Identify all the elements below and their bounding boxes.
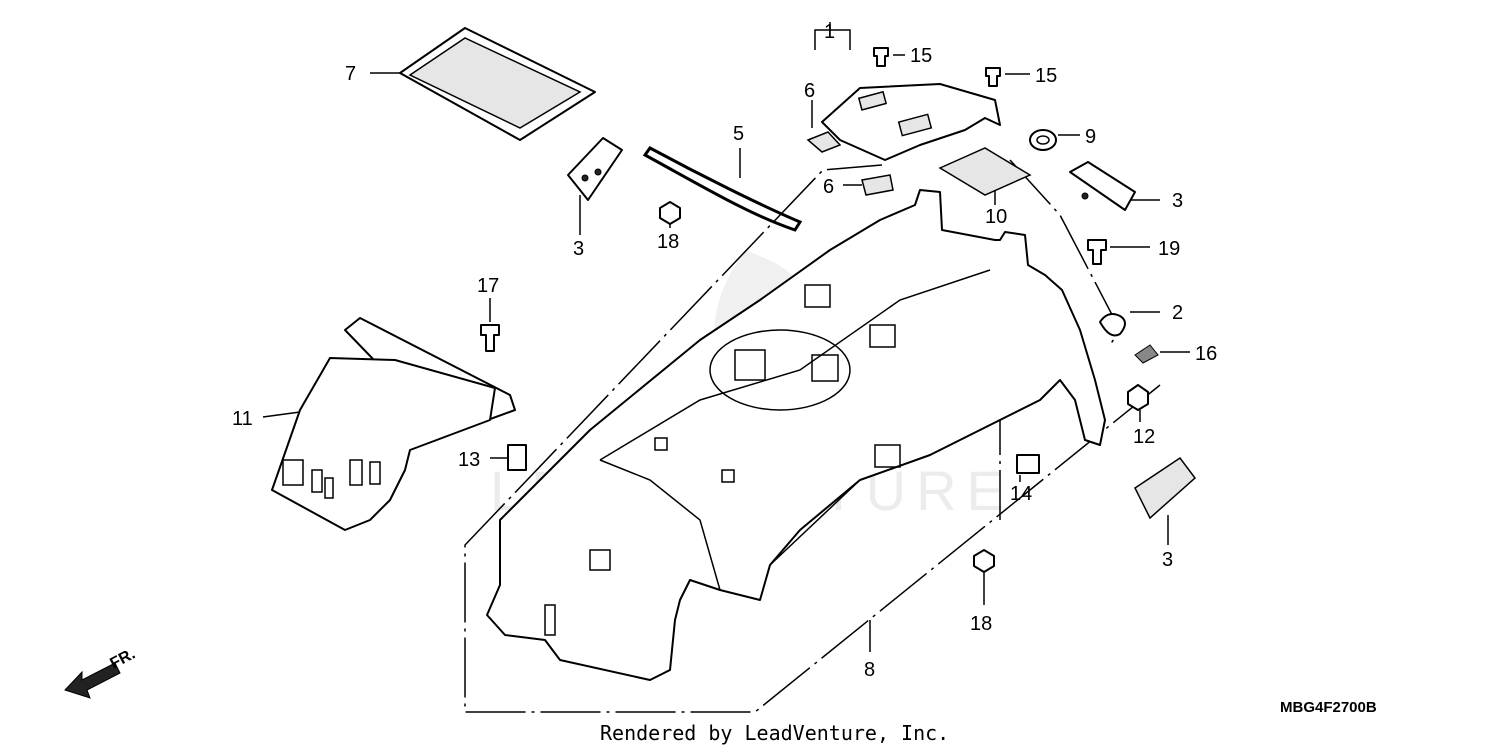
part-1-seat-bracket[interactable]: 1 xyxy=(814,21,1001,161)
part-6-cushion-lower[interactable]: 6 xyxy=(823,174,894,198)
callout-14: 14 xyxy=(1010,483,1032,505)
callout-16: 16 xyxy=(1195,343,1217,365)
callout-9: 9 xyxy=(1085,126,1096,148)
callout-5: 5 xyxy=(733,123,744,145)
part-16-clip[interactable]: 16 xyxy=(1134,343,1217,365)
callout-3-lower-right: 3 xyxy=(1162,549,1173,571)
part-3-reflector-lower-right[interactable]: 3 xyxy=(1134,456,1197,571)
callout-11: 11 xyxy=(232,408,253,430)
callout-15-right: 15 xyxy=(1035,65,1057,87)
part-13-clip-nut[interactable]: 13 xyxy=(458,444,527,471)
callout-1: 1 xyxy=(824,21,835,43)
footer-attribution: Rendered by LeadVenture, Inc. xyxy=(600,721,949,745)
part-17-bolt[interactable]: 17 xyxy=(477,275,500,352)
part-15-bolt-right[interactable]: 15 xyxy=(985,65,1057,87)
part-11-inner-fender[interactable]: 11 xyxy=(232,317,516,531)
callout-7: 7 xyxy=(345,63,356,85)
callout-19: 19 xyxy=(1158,238,1180,260)
part-10-pad[interactable]: 10 xyxy=(938,147,1032,228)
diagram-code: MBG4F2700B xyxy=(1280,699,1377,716)
callout-6-upper: 6 xyxy=(804,80,815,102)
part-15-bolt-left[interactable]: 15 xyxy=(873,45,932,67)
part-2-clamp[interactable]: 2 xyxy=(1099,302,1183,337)
part-6-cushion-upper[interactable]: 6 xyxy=(804,80,842,153)
part-12-nut[interactable]: 12 xyxy=(1127,384,1155,448)
callout-12: 12 xyxy=(1133,426,1155,448)
callout-17: 17 xyxy=(477,275,499,297)
callout-8: 8 xyxy=(864,659,875,681)
callout-2: 2 xyxy=(1172,302,1183,324)
callout-6-lower: 6 xyxy=(823,176,834,198)
callout-3-left: 3 xyxy=(573,238,584,260)
part-8-rear-fender[interactable]: 8 xyxy=(486,189,1106,681)
part-5-seal-strip[interactable]: 5 xyxy=(642,123,803,232)
callout-10: 10 xyxy=(985,206,1007,228)
callout-18-upper: 18 xyxy=(657,231,679,253)
part-9-grommet[interactable]: 9 xyxy=(1029,126,1096,151)
part-18-nut-lower[interactable]: 18 xyxy=(970,549,995,635)
part-3-reflector-left[interactable]: 3 xyxy=(567,137,623,260)
front-direction-arrow-icon: FR. xyxy=(64,646,138,699)
part-19-bolt[interactable]: 19 xyxy=(1087,238,1180,265)
part-3-reflector-upper-right[interactable]: 3 xyxy=(1069,161,1183,212)
callout-18-lower: 18 xyxy=(970,613,992,635)
callout-13: 13 xyxy=(458,449,480,471)
callout-15-left: 15 xyxy=(910,45,932,67)
callout-3-upper-right: 3 xyxy=(1172,190,1183,212)
part-14-clip-nut[interactable]: 14 xyxy=(1010,454,1040,505)
part-18-nut-upper[interactable]: 18 xyxy=(657,201,681,253)
part-7-manual-pouch[interactable]: 7 xyxy=(345,27,596,141)
